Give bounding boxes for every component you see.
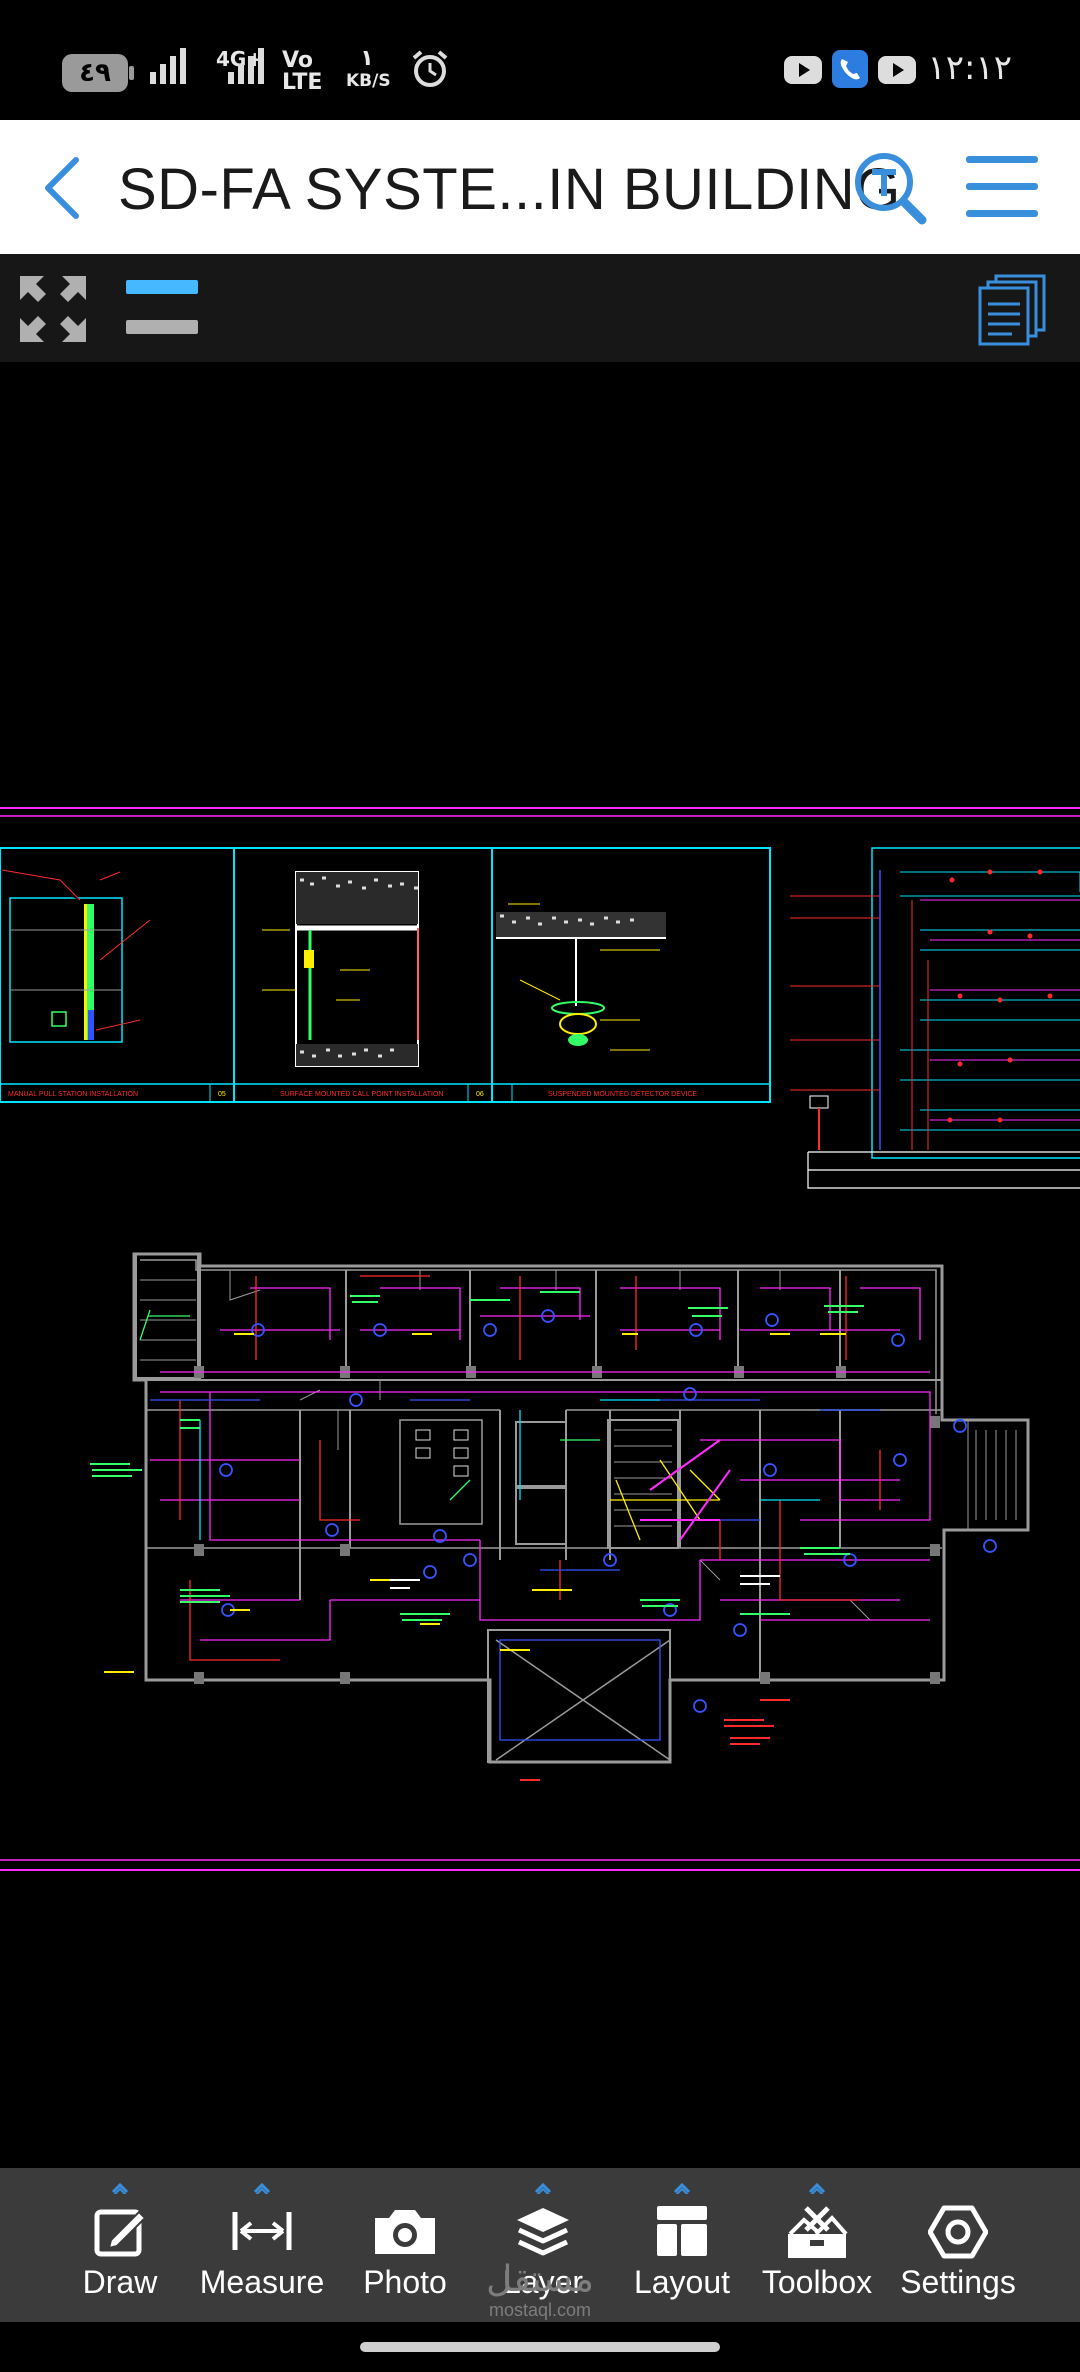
detail-caption-2: SURFACE MOUNTED CALL POINT INSTALLATION: [280, 1091, 444, 1098]
nav-photo-label: Photo: [363, 2264, 447, 2300]
cad-drawing: MANUAL PULL STATION INSTALLATION 05 SURF…: [0, 807, 1080, 1871]
nav-layout-label: Layout: [633, 2264, 731, 2300]
layer-toggle-off[interactable]: [126, 320, 198, 334]
riser-diagram: [790, 847, 1080, 1189]
signal-strength-2-icon: [228, 48, 264, 84]
caret-up-icon: [808, 2182, 826, 2194]
youtube-icon: [784, 56, 822, 84]
detail-caption-3: SUSPENDED MOUNTED DETECTOR DEVICE: [548, 1091, 698, 1098]
caret-up-icon: [253, 2182, 271, 2194]
volte-top: Vo: [282, 48, 313, 73]
nav-layer[interactable]: Layer: [486, 2168, 600, 2322]
watermark: مستقل mostaql.com: [472, 2259, 608, 2321]
annotation-text-blocks: [90, 1291, 864, 1781]
clock: ١٢:١٢: [927, 48, 1012, 88]
watermark-site: mostaql.com: [488, 2300, 592, 2320]
fullscreen-button[interactable]: [18, 274, 88, 344]
sheets-button[interactable]: [978, 274, 1048, 346]
network-speed: ١ KB/S: [346, 46, 391, 92]
app-bar: [0, 120, 1080, 254]
floor-plan: [132, 1252, 1030, 1764]
detail-panels: [0, 847, 771, 1103]
volte-indicator: Vo LTE: [282, 50, 322, 94]
nav-measure-label: Measure: [199, 2264, 325, 2300]
layers-icon: [517, 2208, 569, 2256]
speed-unit: KB/S: [346, 71, 391, 91]
drawing-canvas[interactable]: MANUAL PULL STATION INSTALLATION 05 SURF…: [0, 362, 1080, 2168]
nav-photo[interactable]: Photo: [350, 2168, 460, 2322]
detector-symbols: [219, 1309, 997, 1713]
nav-toolbox-label: Toolbox: [761, 2264, 873, 2300]
nav-toolbox[interactable]: Toolbox: [752, 2168, 882, 2322]
wiring-overlay: [139, 1275, 931, 1741]
speed-value: ١: [360, 46, 374, 71]
layer-toggle-on[interactable]: [126, 280, 198, 294]
signal-strength-icon: [150, 48, 186, 84]
status-bar: ٤٩ 4G+ Vo LTE ١ KB/S ١٢:١٢: [0, 0, 1080, 120]
camera-icon: [375, 2210, 435, 2254]
alarm-icon: [412, 50, 448, 87]
youtube-2-icon: [878, 56, 916, 84]
nav-settings-label: Settings: [900, 2264, 1016, 2300]
phone-call-icon: [832, 50, 868, 88]
nav-layer-label: Layer: [502, 2264, 584, 2300]
home-indicator[interactable]: [360, 2342, 720, 2352]
settings-icon: [928, 2205, 988, 2259]
view-toolbar: [0, 254, 1080, 362]
toolbox-icon: [788, 2206, 848, 2258]
text-search-button[interactable]: [852, 150, 928, 226]
nav-settings[interactable]: Settings: [890, 2168, 1026, 2322]
caret-up-icon: [534, 2182, 552, 2194]
caret-up-icon: [111, 2182, 129, 2194]
detail-caption-1: MANUAL PULL STATION INSTALLATION: [8, 1091, 138, 1098]
nav-measure[interactable]: Measure: [194, 2168, 330, 2322]
battery-indicator: ٤٩: [62, 54, 134, 92]
layout-icon: [657, 2206, 707, 2256]
watermark-logo: مستقل: [486, 2259, 594, 2300]
document-title: SD-FA SYSTE...IN BUILDING: [118, 157, 901, 222]
draw-icon: [94, 2209, 147, 2257]
back-button[interactable]: [38, 156, 86, 220]
measure-icon: [232, 2212, 292, 2250]
detail-number-2: 06: [476, 1091, 484, 1098]
menu-button[interactable]: [964, 152, 1040, 222]
caret-up-icon: [673, 2182, 691, 2194]
nav-draw-label: Draw: [82, 2264, 158, 2300]
nav-draw[interactable]: Draw: [72, 2168, 168, 2322]
detail-number-1: 05: [218, 1091, 226, 1098]
volte-bottom: LTE: [282, 70, 323, 95]
bottom-navigation: [0, 2168, 1080, 2322]
nav-layout[interactable]: Layout: [624, 2168, 740, 2322]
